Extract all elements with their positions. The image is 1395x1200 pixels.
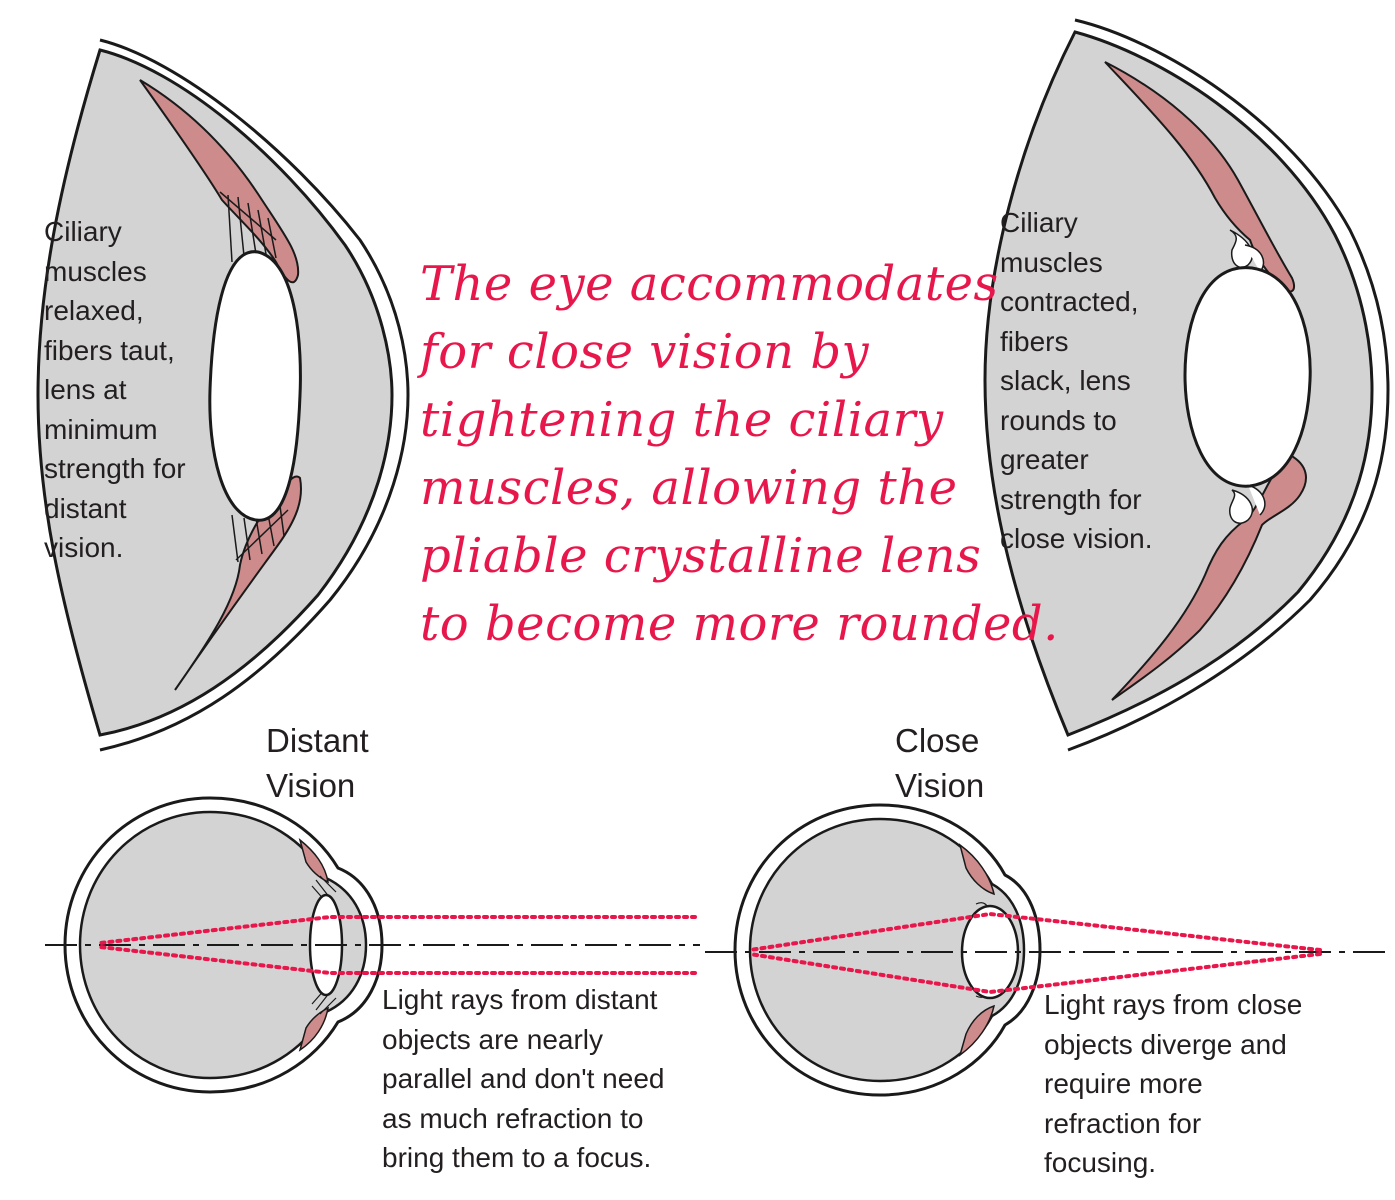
caption-line: objects diverge and [1044,1028,1287,1060]
caption-line: bring them to a focus. [382,1142,652,1173]
caption-line: rounds to [1000,404,1117,436]
close-eye-inner [748,817,1026,1083]
caption-line: minimum [44,413,158,445]
left-crystalline-lens [208,250,302,522]
caption-line: fibers [1000,325,1069,357]
distant-light-rays [98,915,697,975]
heading-line: Vision [266,767,356,804]
caption-line: close vision. [1000,523,1153,554]
caption-line: strength for [44,453,186,484]
headline-line: The eye accommodates [420,256,999,312]
right-eye-interior [983,30,1374,737]
caption-line: muscles [1000,246,1103,278]
headline-line: for close vision by [420,324,870,380]
caption-line: Light rays from distant [382,984,658,1015]
caption-line: vision. [44,532,124,563]
caption-line: as much refraction to [382,1102,644,1134]
headline-text: The eye accommodates for close vision by… [420,250,1059,658]
right-lower-ciliary-muscle [1111,453,1307,701]
left-eye-caption: Ciliary muscles relaxed, fibers taut, le… [44,212,186,568]
caption-line: contracted, [1000,286,1139,317]
caption-line: distant [44,492,127,524]
headline-line: to become more rounded. [420,596,1059,652]
headline-line: tightening the ciliary [420,392,944,448]
headline-line: pliable crystalline lens [420,528,982,584]
caption-line: lens at [44,374,127,405]
caption-line: strength for [1000,483,1142,515]
right-lower-zonular-fibers [1229,484,1266,524]
close-eye-lower-muscle [958,1004,996,1057]
right-eye-caption: Ciliary muscles contracted, fibers slack… [1000,203,1153,559]
caption-line: focusing. [1044,1147,1157,1178]
caption-line: refraction for [1044,1107,1202,1139]
caption-line: relaxed, [44,295,144,326]
close-light-rays [748,911,1322,995]
left-lower-zonular-fibers [231,505,289,563]
caption-line: require more [1044,1068,1203,1099]
right-upper-zonular-fibers [1229,229,1265,273]
heading-line: Vision [895,767,985,804]
right-eye-cross-section [983,18,1390,752]
distant-rays-caption: Light rays from distant objects are near… [382,980,664,1178]
right-eye-sclera [1067,18,1390,752]
distant-vision-heading: Distant Vision [266,718,369,808]
left-eye-sclera [99,38,410,752]
heading-line: Distant [266,722,369,759]
caption-line: objects are nearly [382,1023,604,1055]
left-upper-zonular-fibers [219,191,277,263]
caption-line: Ciliary [1000,207,1078,238]
caption-line: muscles [44,255,147,287]
heading-line: Close [895,722,980,759]
distant-eye-lower-muscle [298,1006,329,1052]
close-vision-eye [733,803,1042,1097]
headline-line: muscles, allowing the [420,460,958,516]
caption-line: Ciliary [44,216,122,247]
right-crystalline-lens [1183,266,1312,488]
caption-line: parallel and don't need [382,1063,665,1094]
distant-eye-upper-muscle [298,837,329,884]
caption-line: fibers taut, [44,334,175,366]
caption-line: greater [1000,444,1089,475]
caption-line: Light rays from close [1044,989,1303,1020]
left-upper-ciliary-muscle [139,79,300,284]
close-eye-upper-muscle [958,843,996,896]
left-eye-cross-section [36,38,410,752]
close-rays-caption: Light rays from close objects diverge an… [1044,985,1302,1183]
caption-line: slack, lens [1000,365,1131,396]
close-vision-heading: Close Vision [895,718,984,808]
